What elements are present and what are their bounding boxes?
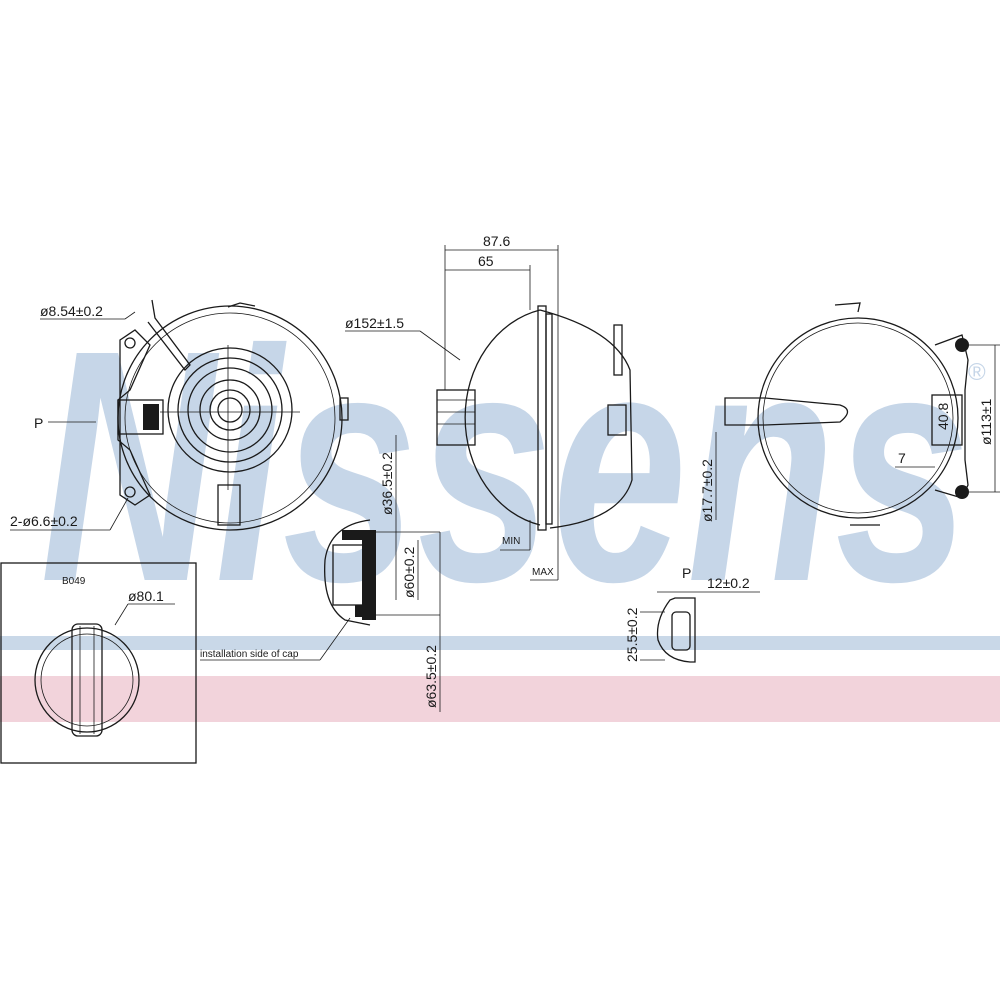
rear-view: ø113±1 40.8 7 ø17.7±0.2 (699, 302, 1000, 526)
connector-width-label: 12±0.2 (707, 575, 750, 591)
watermark-band-pink (0, 676, 1000, 722)
connector-height-label: 25.5±0.2 (624, 607, 640, 662)
connector (117, 399, 164, 435)
offset-label: 7 (898, 450, 906, 466)
port-label: P (34, 415, 43, 431)
cap-dia-label: ø80.1 (128, 588, 164, 604)
watermark-logo: Nissens (40, 281, 970, 650)
thread-dia-label: ø60±0.2 (401, 547, 417, 598)
front-view: ø8.54±0.2 P 2-ø6.6±0.2 (10, 299, 349, 531)
registered-mark: ® (968, 359, 986, 386)
bracket-height-label: 40.8 (935, 403, 951, 430)
watermark: Nissens ® (0, 281, 1000, 722)
outlet-pipe (724, 397, 849, 426)
mount-hole-top (124, 337, 136, 349)
body-width-label: 65 (478, 253, 494, 269)
max-label: MAX (532, 567, 554, 578)
mount-span-label: ø113±1 (978, 398, 994, 445)
body-dia-label: ø152±1.5 (345, 315, 404, 331)
mount-hole-bottom (124, 486, 136, 498)
outlet-dia-label: ø17.7±0.2 (699, 459, 715, 522)
mount-bush-bottom (955, 485, 969, 499)
cap-code: B049 (62, 576, 86, 587)
cap-section: ø36.5±0.2 ø60±0.2 ø63.5±0.2 installation… (200, 435, 441, 712)
mount-holes-label: 2-ø6.6±0.2 (10, 513, 78, 529)
connector-port-label: P (682, 565, 691, 581)
side-view: 87.6 65 ø152±1.5 MIN MAX (345, 233, 633, 581)
overall-width-label: 87.6 (483, 233, 510, 249)
cap-install-note: installation side of cap (200, 649, 299, 660)
watermark-band-blue (0, 636, 1000, 650)
mount-bush-top (955, 338, 969, 352)
connector-detail: P 12±0.2 25.5±0.2 (624, 565, 760, 663)
min-label: MIN (502, 536, 520, 547)
hose-dia-label: ø8.54±0.2 (40, 303, 103, 319)
inner-dia-label: ø36.5±0.2 (379, 452, 395, 515)
outer-dia-label: ø63.5±0.2 (423, 645, 439, 708)
cap-detail: B049 ø80.1 (0, 562, 197, 764)
